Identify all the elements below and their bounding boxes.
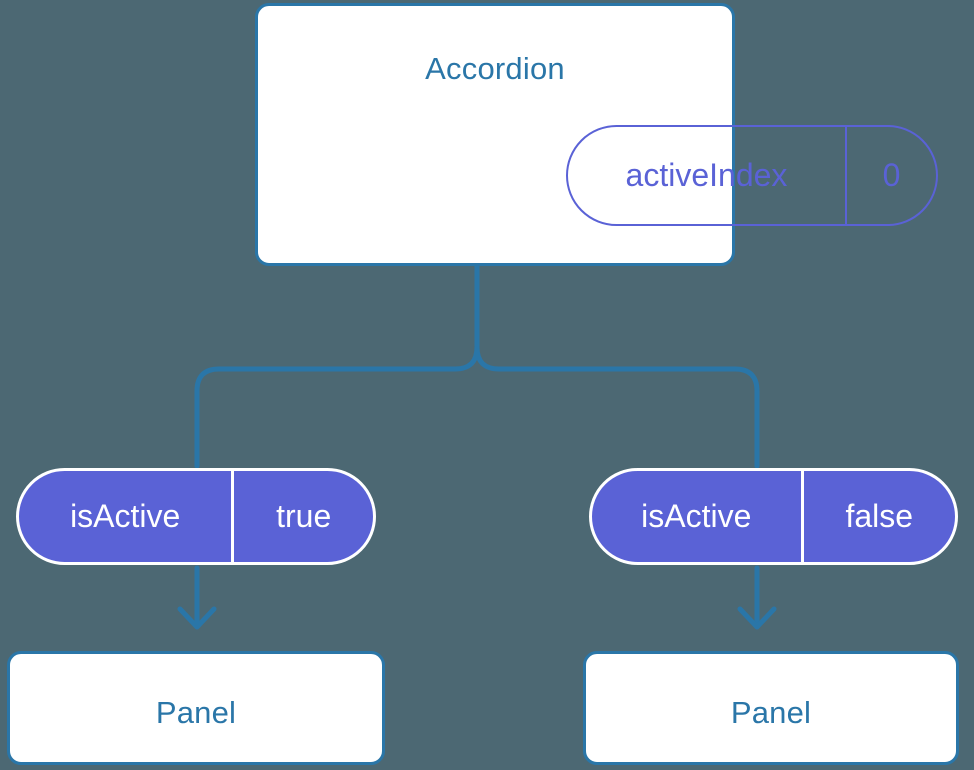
right-panel-component-card[interactable]: Panel	[583, 651, 959, 765]
left-branch-prop-key: isActive	[70, 498, 181, 534]
left-branch-prop-pill[interactable]: isActive true	[16, 468, 376, 565]
right-branch-prop-value: false	[800, 471, 955, 562]
arrow-right-pill-to-panel	[737, 565, 777, 630]
right-panel-component-title: Panel	[730, 695, 812, 730]
right-branch-prop-pill[interactable]: isActive false	[589, 468, 958, 565]
accordion-state-value: 0	[844, 127, 936, 224]
accordion-component-title: Accordion	[425, 51, 565, 86]
accordion-state-pill[interactable]: activeIndex 0	[566, 125, 938, 226]
connector-trunk	[474, 263, 760, 469]
left-panel-component-card[interactable]: Panel	[7, 651, 385, 765]
left-panel-component-title: Panel	[155, 695, 237, 730]
connector-branch-left	[194, 344, 480, 469]
arrow-left-pill-to-panel	[177, 565, 217, 630]
accordion-component-card[interactable]: Accordion activeIndex 0	[255, 3, 938, 266]
accordion-state-key: activeIndex	[625, 157, 788, 193]
left-branch-prop-value: true	[231, 471, 373, 562]
right-branch-prop-key: isActive	[641, 498, 752, 534]
